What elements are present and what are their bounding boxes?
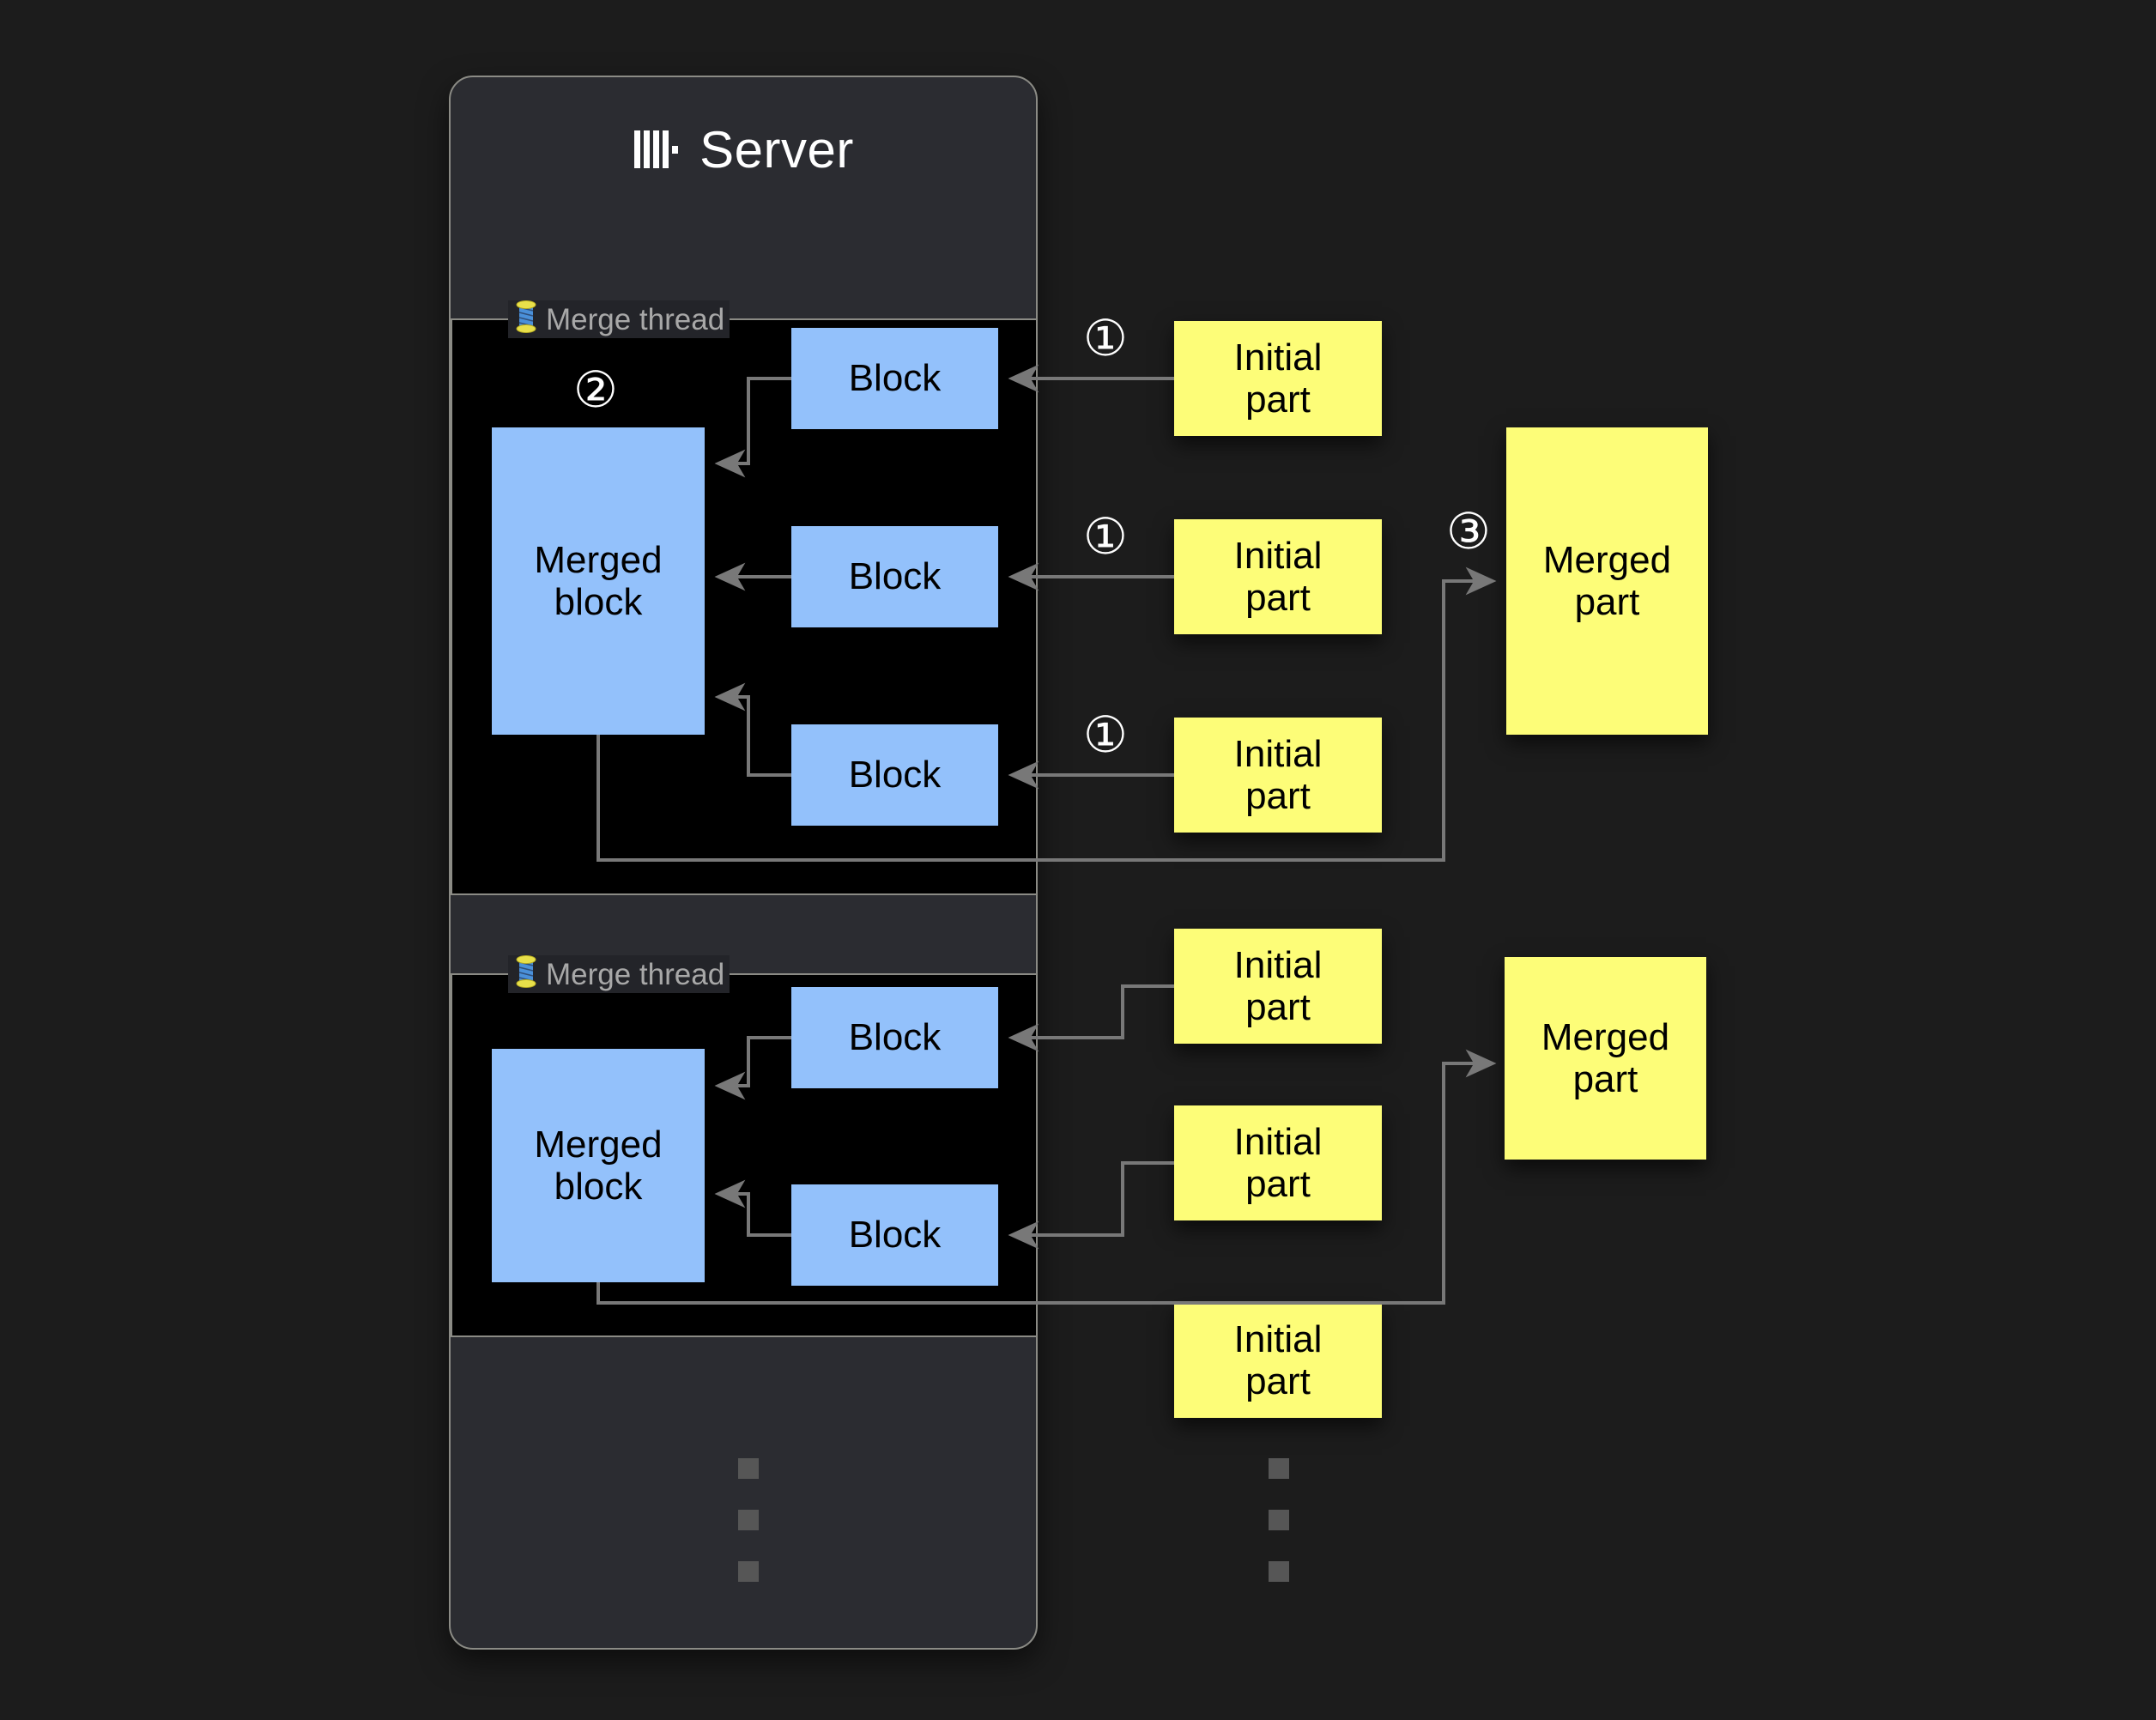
block-box: Block	[791, 724, 998, 826]
block-box: Block	[791, 987, 998, 1088]
ellipsis-right	[1269, 1458, 1289, 1613]
step-marker-2: ②	[573, 360, 618, 419]
merge-thread-label-1: Merge thread	[508, 300, 730, 338]
thread-spool-icon	[513, 300, 539, 339]
block-box: Block	[791, 328, 998, 429]
merged-block-box: Merged block	[492, 427, 705, 735]
step-marker-1: ①	[1083, 507, 1128, 566]
server-title-label: Server	[699, 120, 854, 179]
merged-block-box: Merged block	[492, 1049, 705, 1282]
merge-thread-label-2: Merge thread	[508, 955, 730, 993]
clickhouse-logo-icon	[633, 125, 681, 173]
step-marker-1: ①	[1083, 706, 1128, 764]
step-marker-1: ①	[1083, 309, 1128, 367]
merge-thread-label-text-2: Merge thread	[546, 957, 725, 991]
step-marker-3: ③	[1446, 502, 1491, 560]
merge-thread-label-text-1: Merge thread	[546, 302, 725, 336]
server-title: Server	[449, 110, 1038, 189]
block-box: Block	[791, 1184, 998, 1286]
block-box: Block	[791, 526, 998, 627]
thread-spool-icon	[513, 954, 539, 994]
ellipsis-left	[738, 1458, 759, 1613]
